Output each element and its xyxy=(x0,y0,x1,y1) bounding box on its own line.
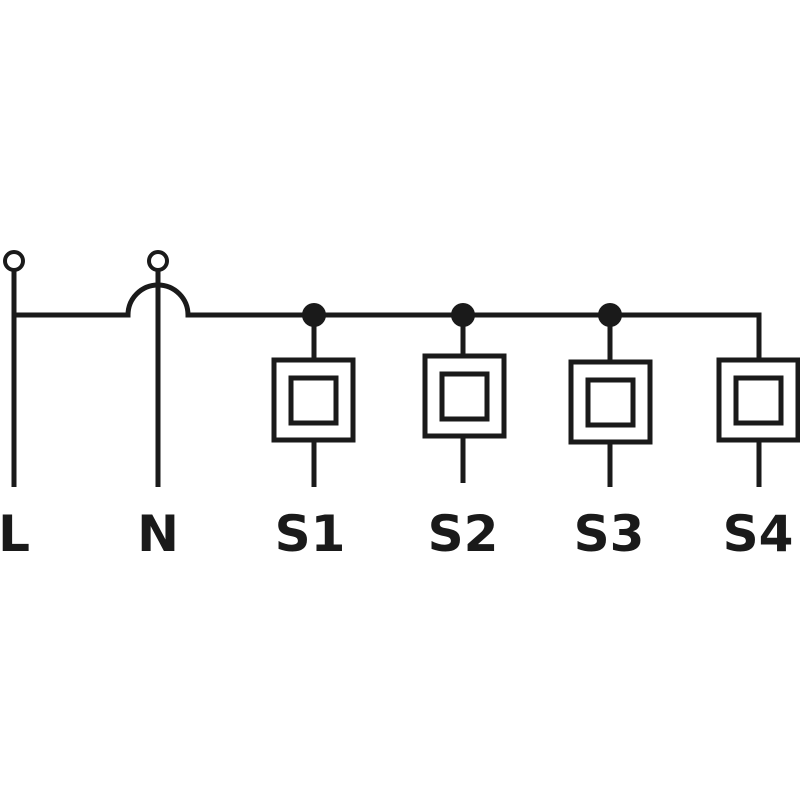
neutral-terminal-N xyxy=(147,250,169,487)
label-S1: S1 xyxy=(275,505,346,563)
label-S4: S4 xyxy=(723,505,794,563)
label-S2: S2 xyxy=(428,505,499,563)
switch-S2-inner-icon xyxy=(439,371,490,422)
bus-wire xyxy=(14,282,762,360)
switch-S1-inner-icon xyxy=(288,375,339,426)
label-S3: S3 xyxy=(574,505,645,563)
terminal-L-icon xyxy=(3,250,25,272)
switch-S2 xyxy=(422,315,507,483)
switch-S1 xyxy=(271,315,356,487)
label-L: L xyxy=(0,505,30,563)
terminal-N-icon xyxy=(147,250,169,272)
switch-S4-inner-icon xyxy=(733,375,784,426)
line-terminal-L xyxy=(3,250,25,487)
switch-S3-inner-icon xyxy=(585,377,636,428)
switch-S3 xyxy=(568,315,653,487)
switch-S4 xyxy=(716,357,800,487)
label-N: N xyxy=(137,505,179,563)
